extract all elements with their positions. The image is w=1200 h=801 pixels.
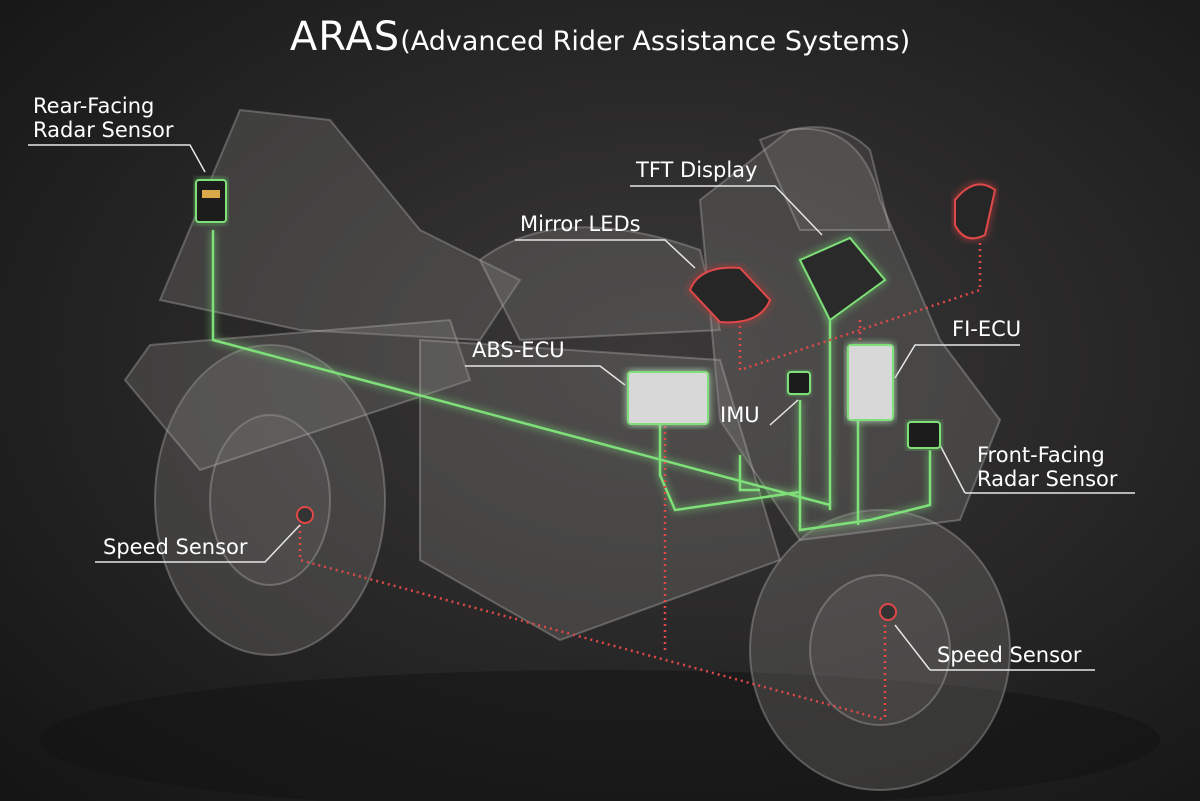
label-front-radar-sensor: Front-Facing Radar Sensor (977, 443, 1118, 491)
red-connections (298, 240, 982, 722)
speed-sensor-front (879, 603, 897, 621)
label-abs-ecu: ABS-ECU (472, 338, 565, 362)
label-fi-ecu: FI-ECU (952, 317, 1022, 341)
label-line: Rear-Facing (33, 94, 155, 118)
engine (419, 338, 782, 642)
title-subtitle: (Advanced Rider Assistance Systems) (400, 26, 911, 57)
fi-ecu (847, 344, 894, 421)
label-mirror-leds: Mirror LEDs (520, 212, 641, 236)
label-line: Front-Facing (977, 443, 1105, 467)
leader-lines (28, 144, 1135, 671)
mirror-led-left (688, 266, 772, 324)
abs-ecu (627, 371, 709, 425)
front-radar-sensor (907, 421, 941, 449)
rear-wheel (154, 344, 386, 656)
page-title: ARAS(Advanced Rider Assistance Systems) (0, 14, 1200, 60)
tft-display (798, 236, 887, 322)
mirror-led-right (954, 183, 997, 240)
motorcycle-silhouette (123, 108, 1011, 791)
speed-sensor-rear (296, 506, 314, 524)
label-line: Radar Sensor (977, 467, 1118, 491)
imu (787, 371, 811, 395)
label-rear-radar-sensor: Rear-Facing Radar Sensor (33, 94, 174, 142)
label-speed-sensor-front: Speed Sensor (937, 643, 1082, 667)
green-connections (211, 230, 932, 532)
title-main: ARAS (289, 14, 401, 60)
label-speed-sensor-rear: Speed Sensor (103, 535, 248, 559)
label-tft-display: TFT Display (636, 158, 758, 182)
rear-radar-sensor (195, 179, 227, 223)
label-line: Radar Sensor (33, 118, 174, 142)
exhaust (123, 318, 472, 472)
label-imu: IMU (720, 403, 760, 427)
tank (478, 226, 722, 342)
front-wheel (749, 509, 1011, 791)
tail-section (158, 108, 522, 342)
